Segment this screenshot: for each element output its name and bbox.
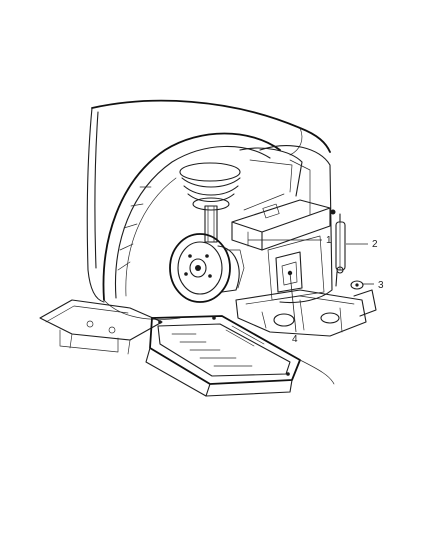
rocker-sill [39,299,163,355]
strut-spring [179,162,241,243]
splash-shield [145,315,335,397]
callout-2: 2 [372,239,378,250]
frame-rail [231,147,331,251]
hood-prop-rod [330,209,346,287]
inner-apron [259,145,333,304]
callout-1: 1 [326,235,332,246]
prop-rod-clip [336,266,364,290]
lower-crossmember [235,289,377,337]
wheel-well [102,132,281,320]
callout-labels: 1 2 3 4 [292,235,384,345]
fender-panel [86,99,331,303]
brake-rotor [169,233,245,303]
leader-lines [248,239,374,333]
callout-4: 4 [292,334,298,345]
callout-3: 3 [378,280,384,291]
